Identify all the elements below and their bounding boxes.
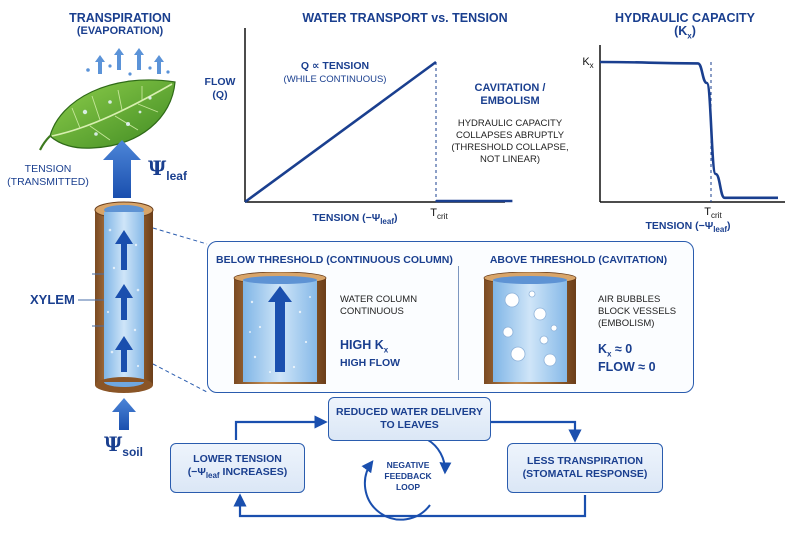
above-flow-zero: FLOW ≈ 0 (598, 360, 656, 374)
psi-leaf-label: Ψleaf (148, 156, 187, 183)
flow-chart-title: WATER TRANSPORT vs. TENSION (302, 11, 508, 25)
flow-series-linear (244, 60, 437, 204)
tension-transmitted-label: TENSION (TRANSMITTED) (7, 163, 89, 188)
transpiration-title: TRANSPIRATION (EVAPORATION) (69, 11, 171, 38)
negative-feedback-label: NEGATIVE FEEDBACK LOOP (384, 460, 432, 492)
psi-soil-label: Ψsoil (104, 432, 143, 459)
kx-x-label: TENSION (−Ψleaf) (645, 220, 731, 235)
flow-line-annotation: Q ∝ TENSION (WHILE CONTINUOUS) (283, 60, 387, 85)
leaf-illustration (39, 79, 176, 151)
panel-divider (458, 266, 459, 380)
above-description: AIR BUBBLES BLOCK VESSELS (EMBOLISM) (598, 294, 677, 329)
below-threshold-title: BELOW THRESHOLD (CONTINUOUS COLUMN) (216, 254, 453, 266)
soil-arrow (112, 398, 136, 430)
less-transpiration-box: LESS TRANSPIRATION (STOMATAL RESPONSE) (507, 443, 663, 493)
flow-y-label: FLOW (Q) (204, 76, 236, 101)
evaporation-arrows (86, 48, 170, 76)
threshold-comparison-panel: BELOW THRESHOLD (CONTINUOUS COLUMN) ABOV… (207, 241, 694, 393)
continuous-vessel-illustration (233, 272, 327, 384)
below-high-kx: HIGH Kx (340, 338, 389, 355)
flow-tcrit-label: Tcrit (430, 207, 448, 222)
reduced-delivery-box: REDUCED WATER DELIVERY TO LEAVES (328, 397, 491, 441)
capacity-chart-title: HYDRAULIC CAPACITY (Kx) (614, 11, 756, 41)
zoom-lines (152, 227, 208, 393)
tension-arrow (103, 140, 141, 198)
cavitated-vessel-illustration (483, 272, 577, 384)
above-kx-zero: Kx ≈ 0 (598, 342, 633, 359)
lower-tension-box: LOWER TENSION (−Ψleaf INCREASES) (170, 443, 305, 493)
kx-y-label: Kx (582, 56, 594, 71)
cavitation-title: CAVITATION / EMBOLISM (474, 82, 546, 107)
kx-tcrit-label: Tcrit (704, 206, 722, 221)
xylem-tube (94, 201, 154, 393)
feedback-connectors (233, 415, 587, 518)
flow-x-label: TENSION (−Ψleaf) (312, 212, 398, 227)
kx-series (599, 60, 778, 200)
cavitation-note: HYDRAULIC CAPACITY COLLAPSES ABRUPTLY (T… (451, 118, 569, 165)
below-high-flow: HIGH FLOW (340, 357, 401, 369)
flow-chart (244, 28, 513, 204)
xylem-label: XYLEM (30, 292, 75, 307)
above-threshold-title: ABOVE THRESHOLD (CAVITATION) (489, 254, 668, 266)
capacity-chart (599, 45, 785, 203)
xylem-pointer (78, 273, 104, 327)
below-description: WATER COLUMN CONTINUOUS (340, 294, 418, 317)
